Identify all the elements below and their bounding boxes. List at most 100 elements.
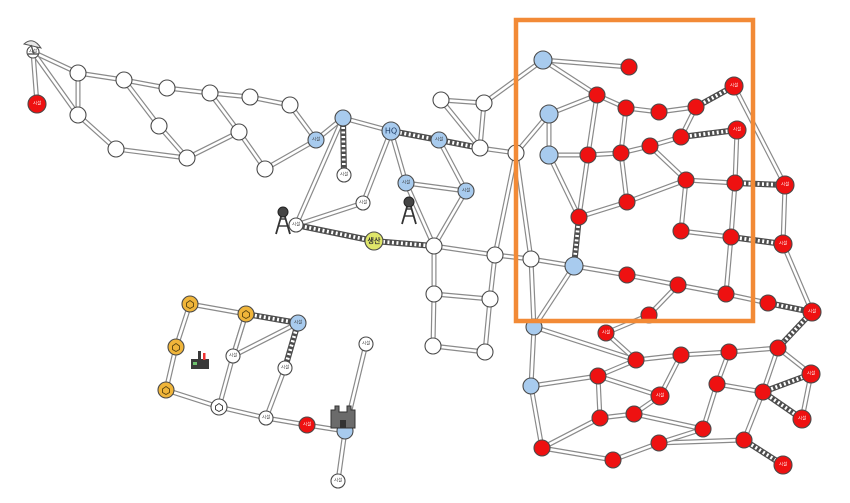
neutral-node[interactable] (69, 106, 87, 124)
neutral-node[interactable] (475, 94, 493, 112)
enemy-node[interactable] (672, 222, 690, 240)
fortress-icon[interactable] (330, 405, 356, 429)
enemy-node[interactable] (754, 383, 772, 401)
enemy-node[interactable] (298, 416, 316, 434)
enemy-node[interactable] (625, 405, 643, 423)
enemy-node[interactable] (579, 146, 597, 164)
production-node[interactable] (364, 231, 384, 251)
enemy-node[interactable] (604, 451, 622, 469)
resource-node[interactable] (237, 305, 255, 323)
friendly-node[interactable] (334, 109, 352, 127)
facility-node[interactable] (358, 336, 374, 352)
selection-box[interactable] (513, 17, 756, 324)
enemy-node[interactable] (617, 99, 635, 117)
enemy-node[interactable] (597, 324, 615, 342)
facility-node[interactable] (225, 348, 241, 364)
enemy-node[interactable] (775, 175, 795, 195)
enemy-node[interactable] (769, 339, 787, 357)
neutral-node[interactable] (424, 337, 442, 355)
enemy-node[interactable] (612, 144, 630, 162)
friendly-node[interactable] (539, 145, 559, 165)
enemy-node[interactable] (720, 343, 738, 361)
enemy-node[interactable] (672, 128, 690, 146)
enemy-node[interactable] (792, 409, 812, 429)
enemy-node[interactable] (694, 420, 712, 438)
enemy-node[interactable] (773, 455, 793, 475)
enemy-node[interactable] (717, 285, 735, 303)
neutral-node[interactable] (178, 149, 196, 167)
enemy-node[interactable] (722, 228, 740, 246)
oil-derrick-icon[interactable] (275, 206, 291, 235)
enemy-node[interactable] (620, 58, 638, 76)
neutral-node[interactable] (230, 123, 248, 141)
friendly-node[interactable] (533, 50, 553, 70)
friendly-node[interactable] (397, 174, 415, 192)
factory-icon[interactable] (191, 351, 209, 369)
enemy-node[interactable] (687, 98, 705, 116)
neutral-node[interactable] (69, 64, 87, 82)
enemy-node[interactable] (724, 76, 744, 96)
neutral-node[interactable] (201, 84, 219, 102)
facility-node[interactable] (277, 360, 293, 376)
enemy-node[interactable] (759, 294, 777, 312)
friendly-node[interactable] (430, 131, 448, 149)
neutral-node[interactable] (481, 290, 499, 308)
neutral-node[interactable] (425, 237, 443, 255)
enemy-node[interactable] (735, 431, 753, 449)
neutral-node[interactable] (210, 398, 228, 416)
enemy-node[interactable] (650, 386, 670, 406)
neutral-node[interactable] (486, 246, 504, 264)
enemy-node[interactable] (627, 351, 645, 369)
enemy-node[interactable] (726, 174, 744, 192)
neutral-node[interactable] (425, 285, 443, 303)
enemy-node[interactable] (27, 94, 47, 114)
drilling-tower-icon[interactable] (401, 196, 417, 225)
enemy-node[interactable] (641, 137, 659, 155)
facility-node[interactable] (355, 195, 371, 211)
neutral-node[interactable] (432, 91, 450, 109)
enemy-node[interactable] (650, 434, 668, 452)
resource-node[interactable] (181, 295, 199, 313)
enemy-node[interactable] (727, 120, 747, 140)
friendly-node[interactable] (539, 104, 559, 124)
neutral-node[interactable] (281, 96, 299, 114)
enemy-node[interactable] (589, 367, 607, 385)
friendly-node[interactable] (522, 377, 540, 395)
resource-node[interactable] (157, 381, 175, 399)
friendly-node[interactable] (289, 314, 307, 332)
enemy-node[interactable] (570, 208, 588, 226)
neutral-node[interactable] (115, 71, 133, 89)
neutral-node[interactable] (471, 139, 489, 157)
enemy-node[interactable] (802, 302, 822, 322)
friendly-node[interactable] (307, 131, 325, 149)
enemy-node[interactable] (708, 375, 726, 393)
neutral-node[interactable] (241, 88, 259, 106)
friendly-node[interactable] (564, 256, 584, 276)
enemy-node[interactable] (801, 364, 821, 384)
radar-dish-icon[interactable] (22, 40, 43, 55)
enemy-node[interactable] (650, 103, 668, 121)
neutral-node[interactable] (522, 250, 540, 268)
facility-node[interactable] (330, 473, 346, 489)
friendly-node[interactable] (457, 182, 475, 200)
enemy-node[interactable] (618, 266, 636, 284)
neutral-node[interactable] (150, 117, 168, 135)
neutral-node[interactable] (158, 79, 176, 97)
neutral-node[interactable] (256, 160, 274, 178)
resource-node[interactable] (167, 338, 185, 356)
enemy-node[interactable] (618, 193, 636, 211)
neutral-node[interactable] (476, 343, 494, 361)
facility-node[interactable] (258, 410, 274, 426)
enemy-node[interactable] (588, 86, 606, 104)
road-segment-fill (231, 321, 300, 358)
neutral-node[interactable] (107, 140, 125, 158)
enemy-node[interactable] (591, 409, 609, 427)
enemy-node[interactable] (533, 439, 551, 457)
facility-node[interactable] (288, 217, 304, 233)
enemy-node[interactable] (669, 276, 687, 294)
enemy-node[interactable] (773, 234, 793, 254)
facility-node[interactable] (336, 167, 352, 183)
enemy-node[interactable] (672, 346, 690, 364)
headquarters-node[interactable] (381, 121, 401, 141)
enemy-node[interactable] (677, 171, 695, 189)
